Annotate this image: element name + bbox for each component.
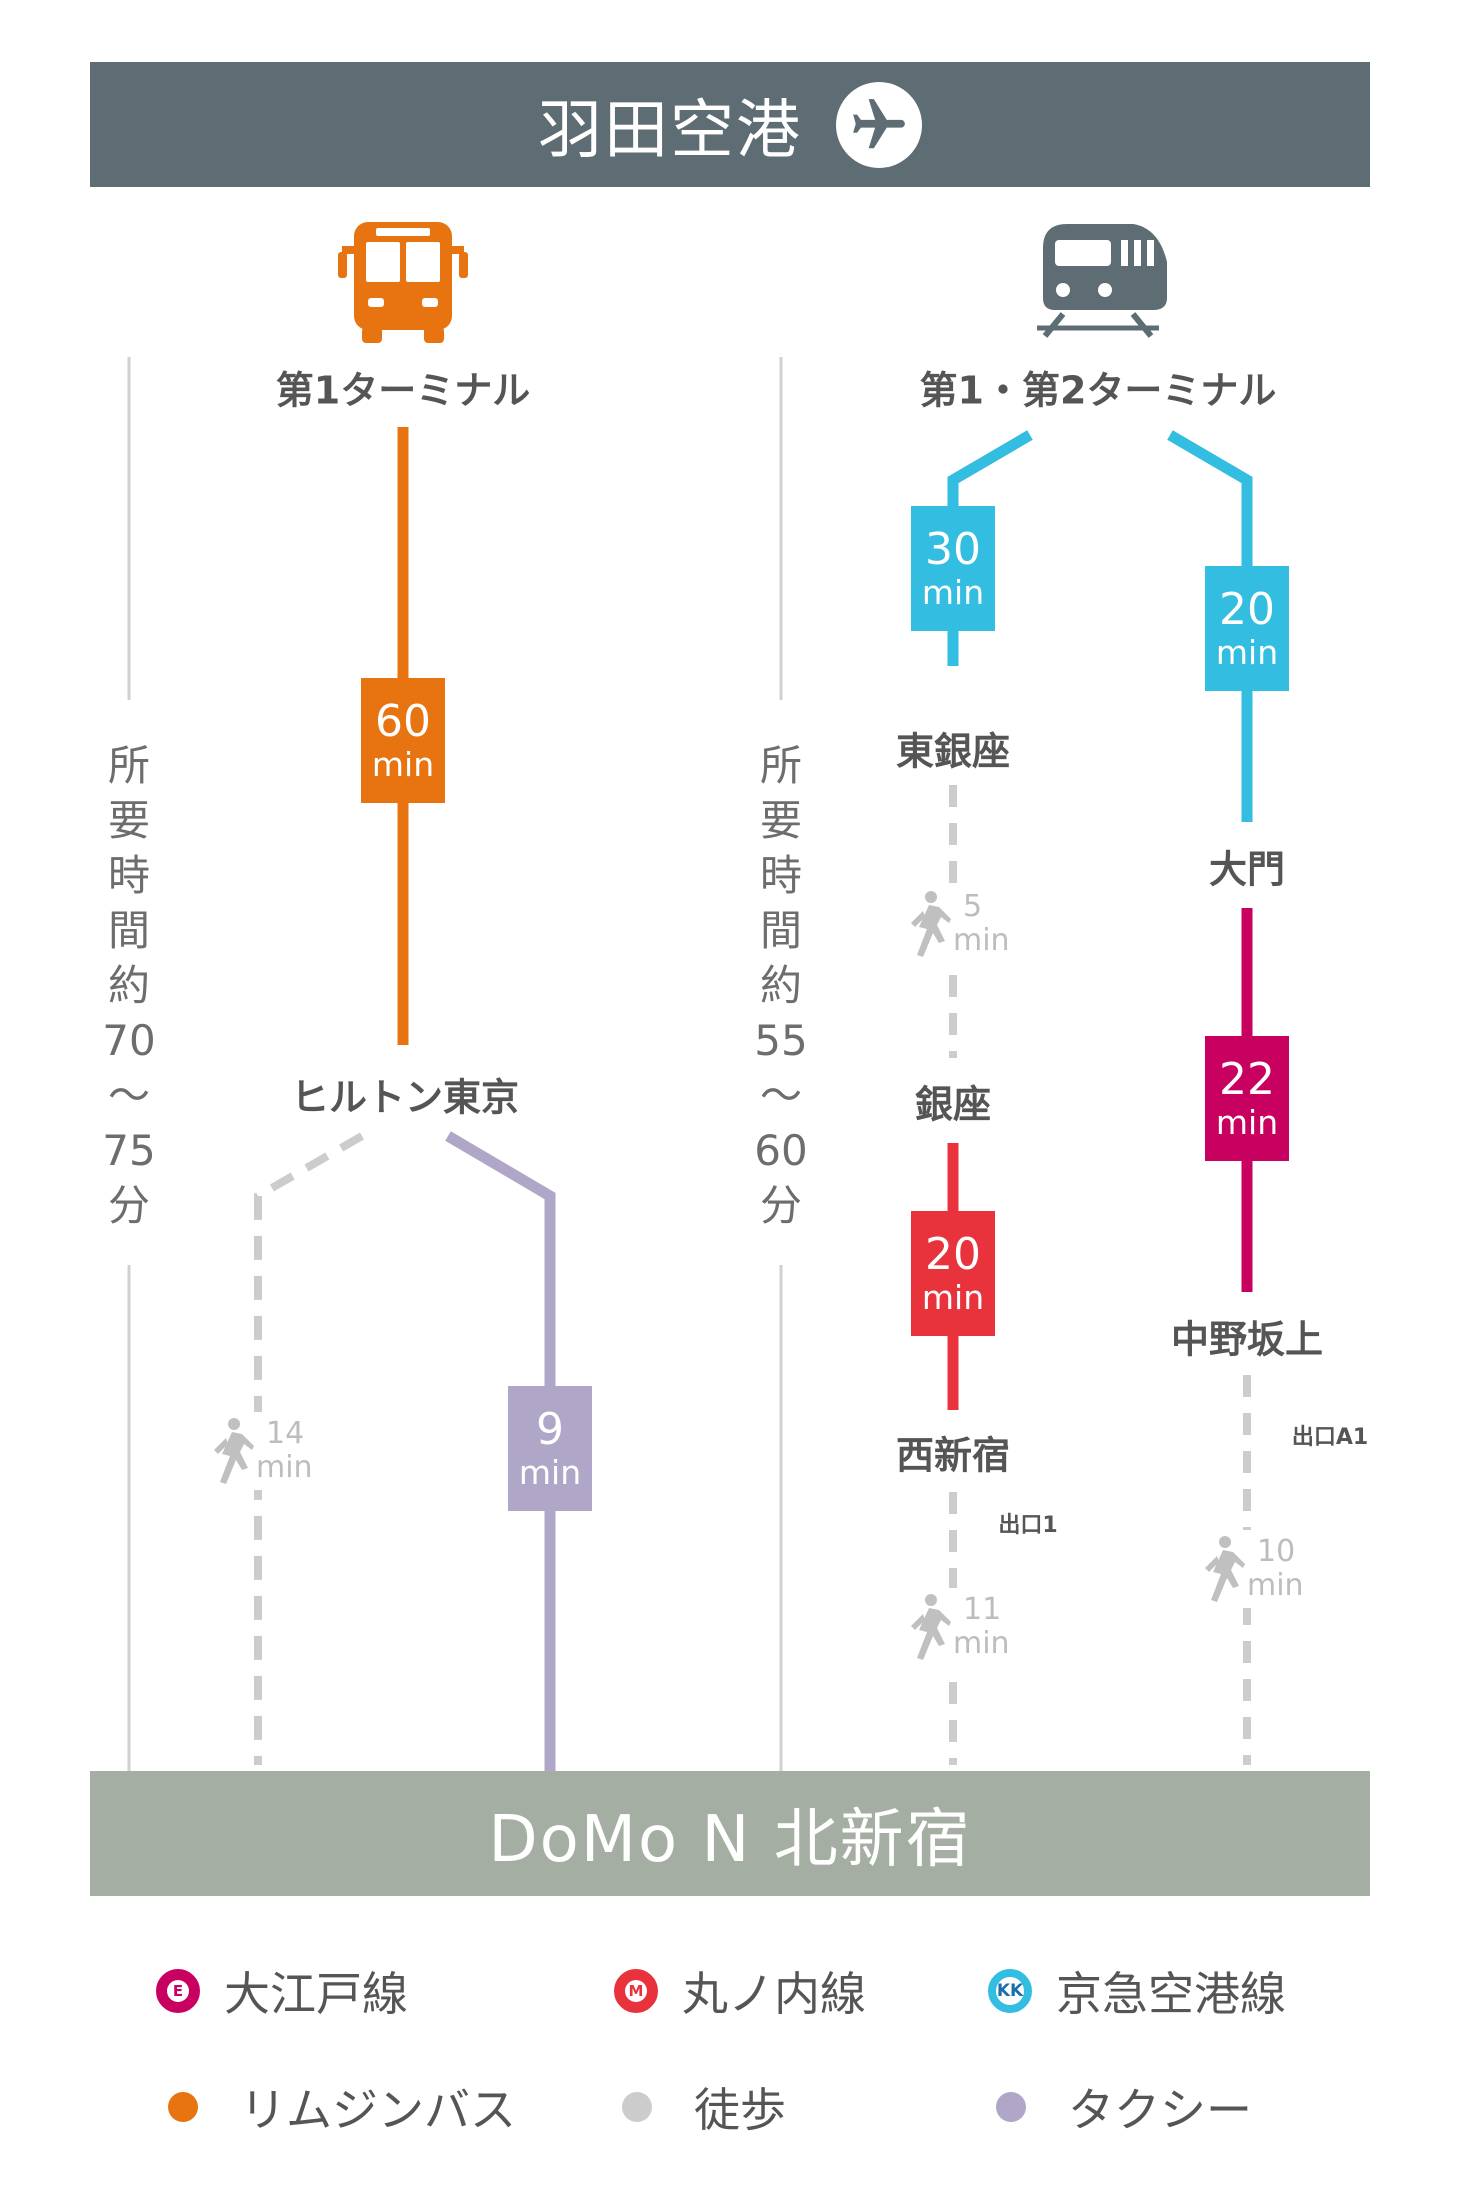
keikyu-left-time-box: 30 min [911, 506, 995, 631]
walking-person-icon [911, 1594, 951, 1660]
higashi-ginza-label: 東銀座 [895, 729, 1011, 774]
bus-time-value: 60 [375, 695, 431, 747]
bus-time-box: 60 min [361, 678, 445, 803]
walking-person-icon [911, 891, 951, 957]
walk-ginza-value: 5 [963, 889, 983, 924]
train-total-char: 所 [759, 741, 803, 790]
walk-hilton-unit: min [256, 1450, 313, 1485]
train-start-label: 第1・第2ターミナル [919, 368, 1277, 413]
exit-1-label: 出口1 [998, 1513, 1058, 1538]
taxi-color-dot [996, 2092, 1026, 2122]
train-total-char: 55 [754, 1016, 808, 1065]
bus-total-char: 時 [107, 851, 151, 900]
train-total-char: 約 [759, 961, 803, 1010]
keikyu-right-time-box: 20 min [1205, 566, 1289, 691]
walking-person-icon [214, 1418, 254, 1484]
bus-total-char: ～ [107, 1071, 151, 1120]
taxi-line [445, 1131, 556, 1775]
bus-total-char: 所 [107, 741, 151, 790]
oedo-line-icon: E [156, 1969, 200, 2013]
destination-title: DoMo N 北新宿 [488, 1802, 972, 1877]
ginza-label: 銀座 [914, 1082, 992, 1127]
oedo-time-value: 22 [1219, 1053, 1275, 1105]
bus-total-char: 70 [102, 1016, 156, 1065]
taxi-time-value: 9 [536, 1403, 564, 1455]
walk-hilton-value: 14 [266, 1416, 305, 1451]
walk-nishi-shinjuku-unit: min [953, 1626, 1010, 1661]
walk-nakano-sakaue-value: 10 [1257, 1534, 1296, 1569]
keikyu-right-time-value: 20 [1219, 583, 1275, 635]
marunouchi-line-icon: M [614, 1969, 658, 2013]
train-total-char: 時 [759, 851, 803, 900]
exit-a1-label: 出口A1 [1291, 1425, 1369, 1450]
oedo-time-unit: min [1215, 1102, 1279, 1142]
bus-total-char: 75 [102, 1126, 156, 1175]
legend-label: タクシー [1068, 2083, 1252, 2137]
bus-total-time: 所 要 時 間 約 70 ～ 75 分 [102, 738, 155, 1233]
header-title: 羽田空港 [538, 93, 802, 168]
legend-marunouchi: M 丸ノ内線 [614, 1958, 866, 2024]
destination-banner: DoMo N 北新宿 [90, 1771, 1370, 1896]
train-total-char: 要 [759, 796, 803, 845]
legend-label: リムジンバス [240, 2083, 516, 2137]
taxi-time-unit: min [518, 1452, 582, 1492]
legend-taxi: タクシー [988, 2074, 1252, 2140]
marunouchi-time-value: 20 [925, 1228, 981, 1280]
train-icon [1037, 224, 1167, 338]
keikyu-left-time-value: 30 [925, 523, 981, 575]
bus-color-dot [168, 2092, 198, 2122]
walk-hilton: 14 min [208, 1412, 313, 1490]
train-total-char: 60 [754, 1126, 808, 1175]
keikyu-right-time-unit: min [1215, 632, 1279, 672]
header-banner: 羽田空港 [90, 62, 1370, 187]
legend-limousine-bus: リムジンバス [160, 2074, 516, 2140]
keikyu-left-time-unit: min [921, 572, 985, 612]
airplane-icon [836, 81, 922, 168]
marunouchi-time-box: 20 min [911, 1211, 995, 1336]
bus-time-unit: min [371, 744, 435, 784]
oedo-time-box: 22 min [1205, 1036, 1289, 1161]
legend-label: 丸ノ内線 [682, 1967, 866, 2021]
walk-color-dot [622, 2092, 652, 2122]
marunouchi-badge-letter: M [625, 1980, 647, 2002]
walk-nakano-sakaue: 10 min [1199, 1530, 1304, 1608]
walk-higashi-ginza: 5 min [905, 885, 1010, 963]
legend-label: 大江戸線 [224, 1967, 408, 2021]
nishi-shinjuku-label: 西新宿 [895, 1433, 1011, 1478]
walking-person-icon [1205, 1536, 1245, 1602]
keikyu-line-icon: KK [988, 1969, 1032, 2013]
daimon-label: 大門 [1208, 847, 1286, 892]
bus-icon [338, 222, 468, 343]
legend-walk: 徒歩 [614, 2074, 786, 2140]
oedo-badge-letter: E [167, 1980, 189, 2002]
legend-label: 京急空港線 [1056, 1967, 1286, 2021]
bus-total-char: 要 [107, 796, 151, 845]
legend-label: 徒歩 [694, 2083, 786, 2137]
train-total-time: 所 要 時 間 約 55 ～ 60 分 [754, 738, 807, 1233]
hilton-tokyo-label: ヒルトン東京 [290, 1075, 520, 1120]
bus-total-char: 分 [107, 1181, 151, 1230]
train-total-char: 間 [759, 906, 803, 955]
taxi-time-box: 9 min [508, 1386, 592, 1511]
train-total-char: ～ [759, 1071, 803, 1120]
legend-keikyu: KK 京急空港線 [988, 1958, 1286, 2024]
walk-line-hilton [254, 1132, 364, 1765]
walk-nishi-shinjuku: 11 min [905, 1588, 1010, 1666]
train-total-char: 分 [759, 1181, 803, 1230]
bus-total-char: 間 [107, 906, 151, 955]
keikyu-line-right [1167, 430, 1253, 822]
keikyu-badge-letter: KK [996, 1981, 1024, 2001]
marunouchi-time-unit: min [921, 1277, 985, 1317]
walk-nakano-sakaue-unit: min [1247, 1568, 1304, 1603]
nakano-sakaue-label: 中野坂上 [1170, 1317, 1324, 1362]
walk-ginza-unit: min [953, 923, 1010, 958]
legend-oedo: E 大江戸線 [156, 1958, 408, 2024]
bus-total-char: 約 [107, 961, 151, 1010]
walk-nishi-shinjuku-value: 11 [963, 1592, 1002, 1627]
bus-start-label: 第1ターミナル [275, 368, 531, 413]
